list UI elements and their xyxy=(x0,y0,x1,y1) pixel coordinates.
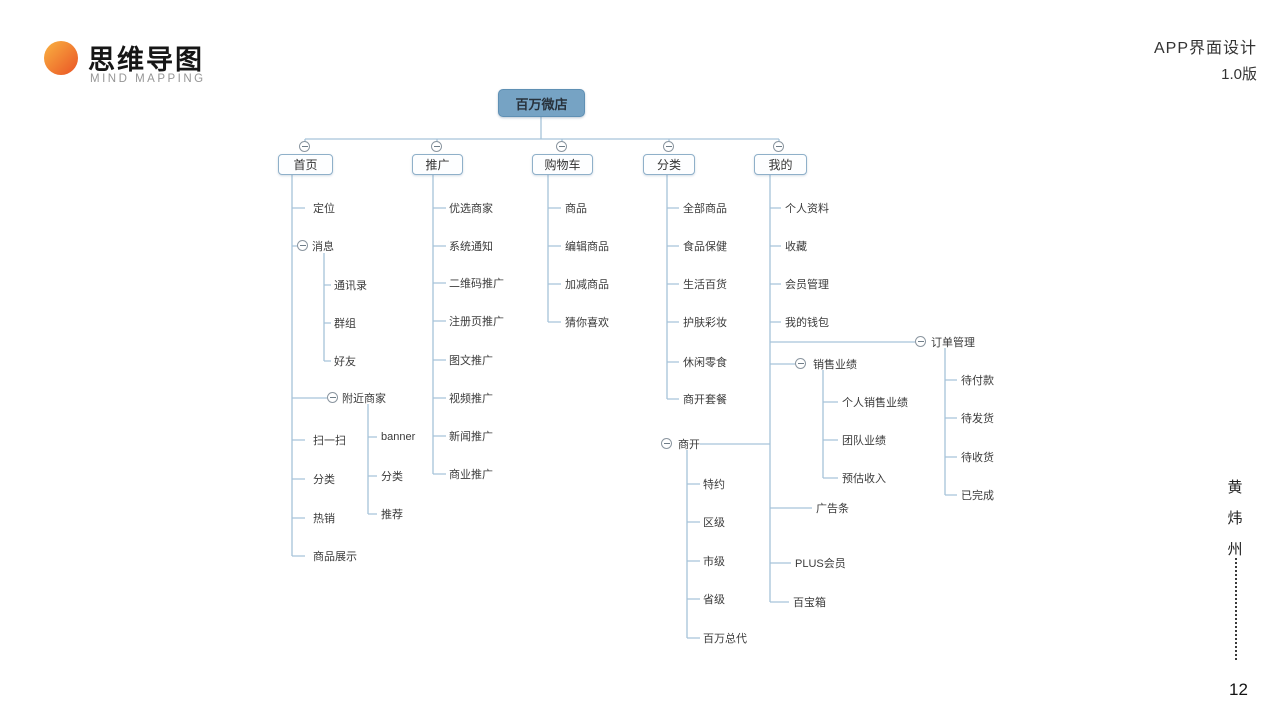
tree-node-label: 热销 xyxy=(313,513,335,525)
tree-node-label: 定位 xyxy=(313,203,335,215)
tree-node-label: 优选商家 xyxy=(449,203,493,215)
tree-node-label: banner xyxy=(381,431,416,443)
collapse-icon xyxy=(431,141,442,152)
tree-node-label: 商品 xyxy=(565,203,587,215)
author-char: 炜 xyxy=(1227,510,1243,527)
tree-node-label: 通讯录 xyxy=(334,280,367,292)
collapse-icon xyxy=(556,141,567,152)
root-node: 百万微店 xyxy=(498,89,585,117)
collapse-icon xyxy=(327,392,338,403)
tree-node-label: 百万总代 xyxy=(703,633,747,645)
tree-node-label: 加减商品 xyxy=(565,279,609,291)
tree-node-label: 商开 xyxy=(678,439,700,451)
tree-node-label: 生活百货 xyxy=(683,279,727,291)
tree-node-label: 猜你喜欢 xyxy=(565,317,609,329)
tree-node-label: 待付款 xyxy=(961,375,994,387)
branch-node-promotion: 推广 xyxy=(412,154,463,175)
tree-node-label: 二维码推广 xyxy=(449,278,504,290)
branch-node-mine: 我的 xyxy=(754,154,807,175)
tree-node-label: 团队业绩 xyxy=(842,435,886,447)
author-char: 州 xyxy=(1227,541,1243,558)
tree-node-label: 待收货 xyxy=(961,452,994,464)
tree-node-label: 广告条 xyxy=(816,503,849,515)
version-label: 1.0版 xyxy=(1221,66,1257,83)
tree-node-label: 图文推广 xyxy=(449,355,493,367)
collapse-icon xyxy=(915,336,926,347)
dotted-divider xyxy=(1235,558,1237,660)
tree-node-label: 食品保健 xyxy=(683,241,727,253)
collapse-icon xyxy=(663,141,674,152)
tree-node-label: 注册页推广 xyxy=(449,316,504,328)
tree-node-label: 全部商品 xyxy=(683,203,727,215)
tree-node-label: PLUS会员 xyxy=(795,558,846,570)
brand-title: 思维导图 xyxy=(88,45,204,75)
tree-node-label: 视频推广 xyxy=(449,393,493,405)
tree-node-label: 已完成 xyxy=(961,490,994,502)
tree-node-label: 编辑商品 xyxy=(565,241,609,253)
tree-node-label: 分类 xyxy=(313,474,335,486)
tree-node-label: 百宝箱 xyxy=(793,597,826,609)
tree-node-label: 会员管理 xyxy=(785,279,829,291)
project-title: APP界面设计 xyxy=(1153,40,1257,57)
tree-node-label: 个人资料 xyxy=(785,203,829,215)
tree-node-label: 群组 xyxy=(334,318,356,330)
tree-node-label: 消息 xyxy=(312,241,334,253)
tree-node-label: 特约 xyxy=(703,479,725,491)
brand-logo-icon xyxy=(44,41,78,75)
tree-node-label: 销售业绩 xyxy=(813,359,857,371)
tree-node-label: 订单管理 xyxy=(931,337,975,349)
branch-node-category: 分类 xyxy=(643,154,695,175)
author-name: 黄 炜 州 xyxy=(1226,476,1244,559)
tree-node-label: 新闻推广 xyxy=(449,431,493,443)
tree-node-label: 我的钱包 xyxy=(785,317,829,329)
tree-node-label: 区级 xyxy=(703,517,725,529)
collapse-icon xyxy=(773,141,784,152)
tree-node-label: 收藏 xyxy=(785,241,807,253)
tree-node-label: 好友 xyxy=(334,356,356,368)
tree-node-label: 分类 xyxy=(381,471,403,483)
tree-node-label: 扫一扫 xyxy=(313,435,346,447)
tree-node-label: 推荐 xyxy=(381,509,403,521)
tree-node-label: 待发货 xyxy=(961,413,994,425)
tree-node-label: 系统通知 xyxy=(449,241,493,253)
tree-node-label: 商品展示 xyxy=(313,551,357,563)
tree-node-label: 市级 xyxy=(703,556,725,568)
tree-node-label: 个人销售业绩 xyxy=(842,397,908,409)
tree-node-label: 省级 xyxy=(703,594,725,606)
author-char: 黄 xyxy=(1227,479,1243,496)
branch-node-home: 首页 xyxy=(278,154,333,175)
tree-node-label: 附近商家 xyxy=(342,393,386,405)
tree-node-label: 预估收入 xyxy=(842,473,886,485)
tree-node-label: 商开套餐 xyxy=(683,394,727,406)
branch-node-cart: 购物车 xyxy=(532,154,593,175)
page-number: 12 xyxy=(1229,680,1248,699)
brand-subtitle: MIND MAPPING xyxy=(90,73,206,85)
collapse-icon xyxy=(299,141,310,152)
tree-node-label: 商业推广 xyxy=(449,469,493,481)
tree-node-label: 休闲零食 xyxy=(683,357,727,369)
collapse-icon xyxy=(297,240,308,251)
collapse-icon xyxy=(661,438,672,449)
collapse-icon xyxy=(795,358,806,369)
tree-node-label: 护肤彩妆 xyxy=(683,317,727,329)
